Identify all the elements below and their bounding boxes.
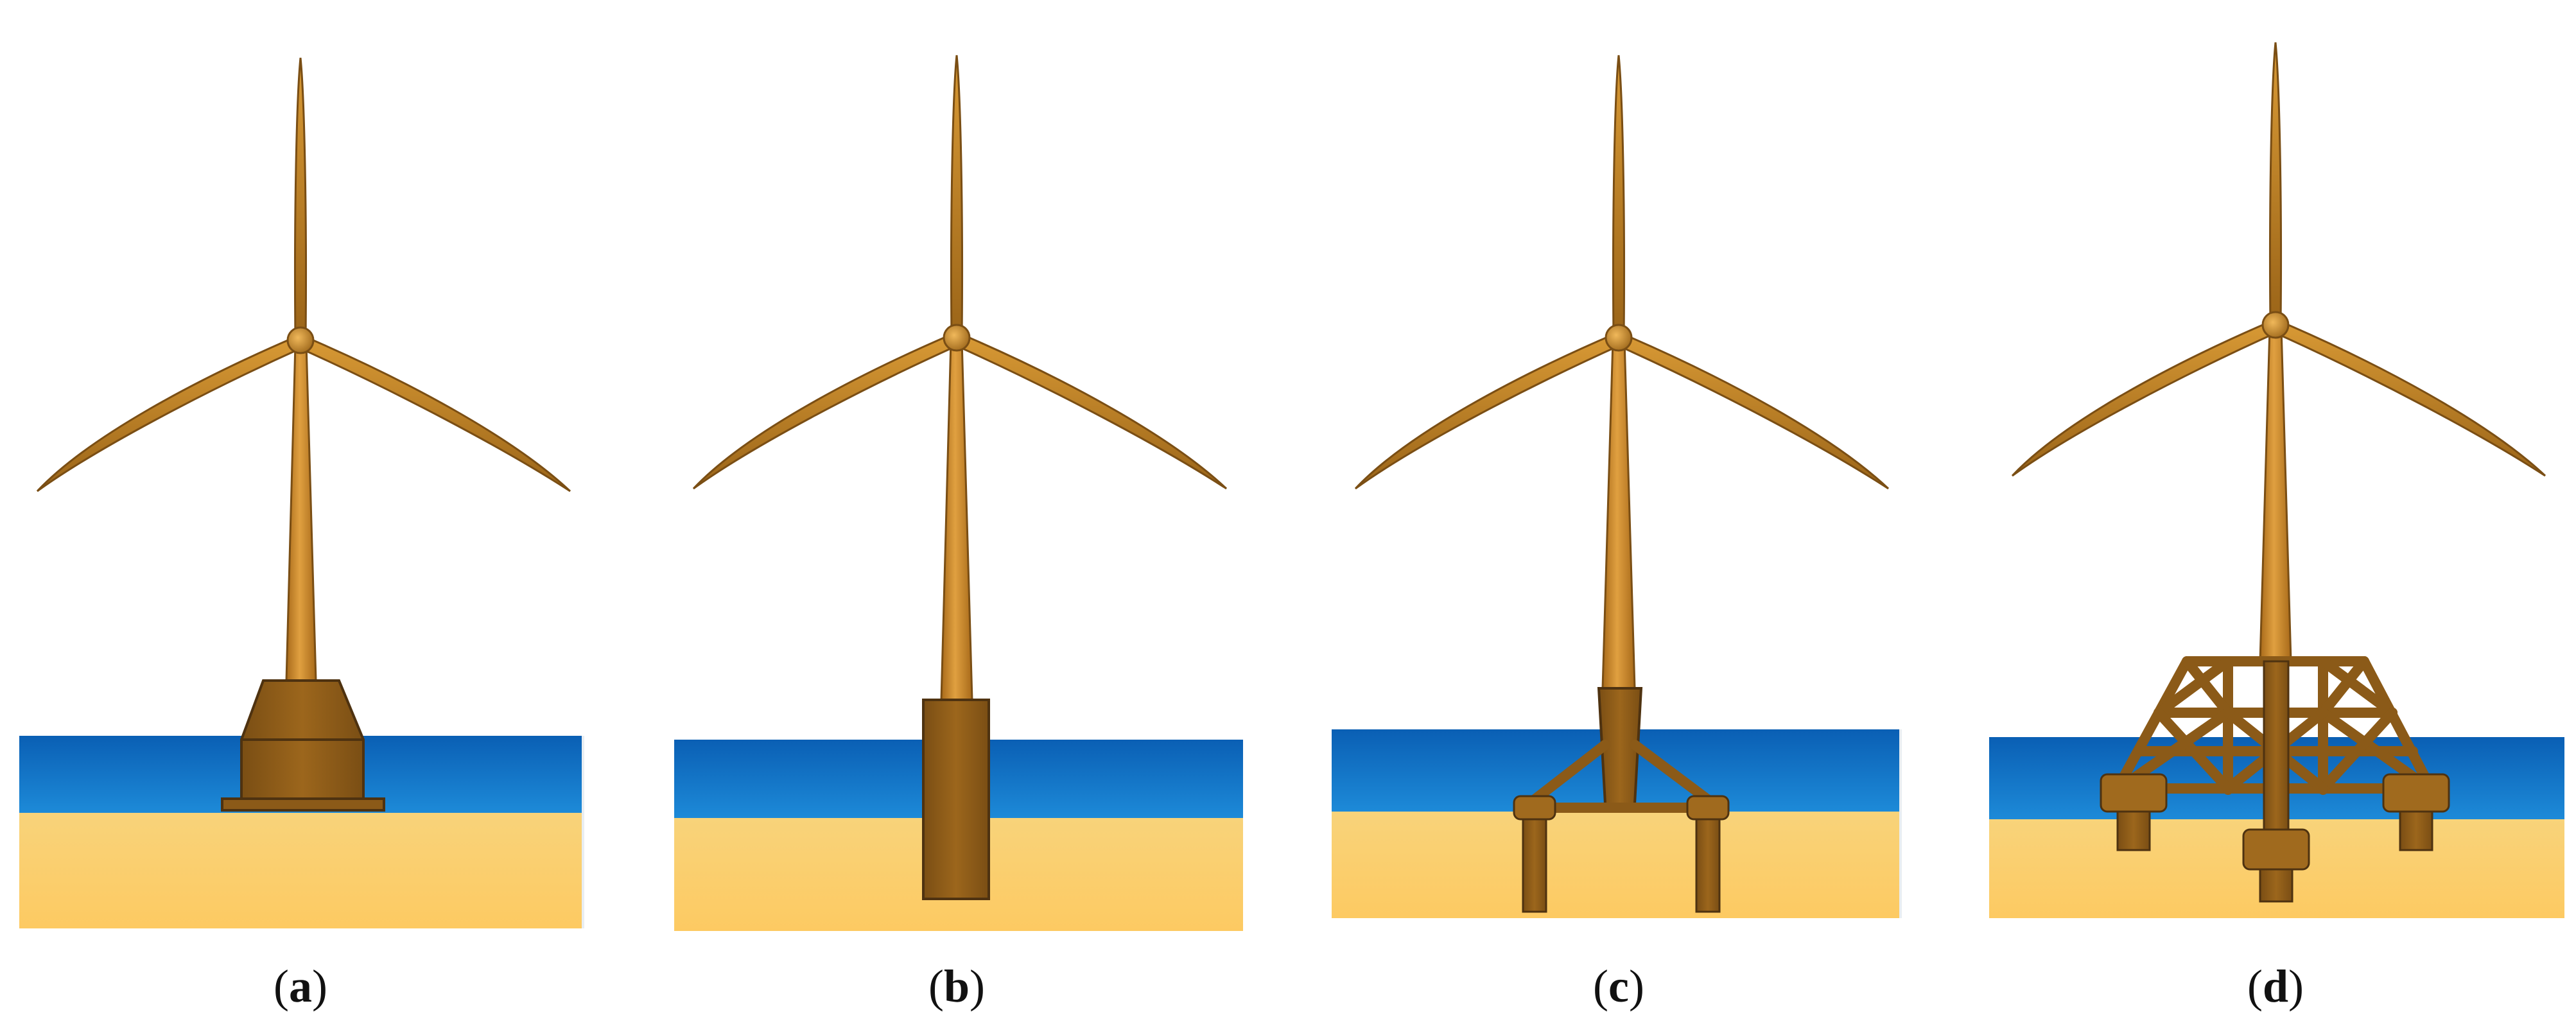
panel-d-bucket-left [2100, 773, 2168, 813]
panel-d-bucket-center [2242, 828, 2310, 871]
panel-a-tower [285, 342, 317, 682]
panel-label-a: (a) [274, 961, 327, 1012]
panel-c-braces [1526, 740, 1717, 813]
panel-b-tower [940, 339, 973, 701]
panel-d-tower [2259, 326, 2292, 663]
panel-label-c: (c) [1593, 961, 1644, 1012]
panel-c-seabed [1332, 812, 1899, 918]
panel-b-monopile [922, 699, 990, 900]
panel-a-seabed [19, 813, 582, 928]
panel-d-bucket-right [2382, 773, 2450, 813]
panel-b [674, 54, 1243, 931]
panel-label-b: (b) [928, 961, 985, 1012]
panel-d-pile-left [2116, 810, 2151, 851]
panel-d-pile-right [2399, 810, 2433, 851]
panel-c-sleeve-left [1513, 795, 1556, 821]
panel-d-jacket-frame [2114, 656, 2435, 795]
panel-label-d: (d) [2247, 961, 2304, 1012]
panel-c [1332, 54, 1902, 918]
panel-d [1989, 41, 2564, 918]
panel-a [19, 57, 584, 928]
panel-c-sleeve-right [1686, 795, 1730, 821]
panel-a-base-plate [221, 797, 385, 812]
panel-d-pile-center [2259, 868, 2293, 903]
panel-c-tower [1601, 339, 1636, 690]
